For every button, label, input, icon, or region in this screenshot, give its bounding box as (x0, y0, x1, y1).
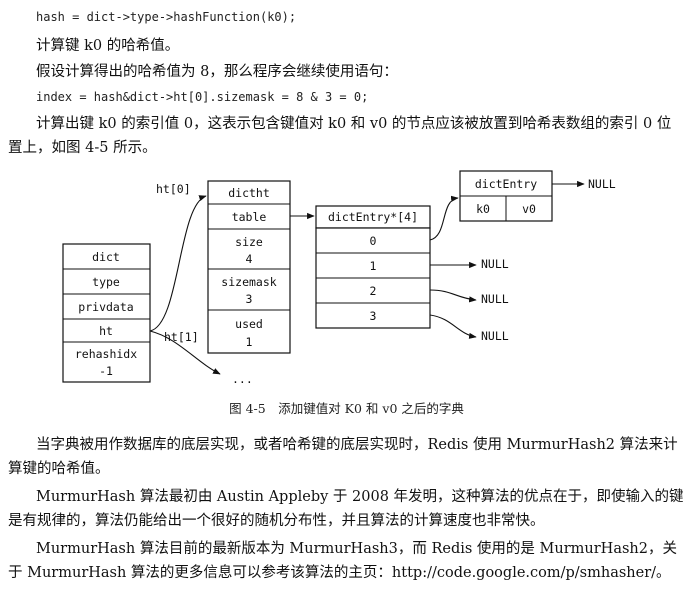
dictht-header: dictht (228, 186, 270, 200)
dictht-struct: dictht table size 4 sizemask 3 used 1 (207, 180, 291, 354)
dictht-field-used-value: 1 (246, 335, 253, 349)
table-header: dictEntry*[4] (328, 210, 418, 224)
code-line-hash: hash = dict->type->hashFunction(k0); (36, 10, 297, 24)
ht1-label: ht[1] (164, 330, 199, 344)
paragraph-assume-hash: 假设计算得出的哈希值为 8，那么程序会继续使用语句： (36, 64, 398, 80)
arrow-slot2 (429, 289, 477, 303)
table-slot-3: 3 (370, 309, 377, 323)
paragraph-murmurhash-origin: MurmurHash 算法最初由 Austin Appleby 于 2008 年… (8, 489, 684, 529)
dictht-field-size-value: 4 (246, 252, 253, 266)
null-label-slot-3: NULL (481, 329, 509, 343)
dict-field-privdata: privdata (78, 300, 133, 314)
dict-field-ht: ht (99, 324, 113, 338)
null-label-entry-next: NULL (588, 177, 616, 191)
dictht-field-table: table (232, 210, 267, 224)
figure-caption: 图 4-5 添加键值对 K0 和 v0 之后的字典 (229, 401, 464, 416)
dictentry-key: k0 (476, 202, 490, 216)
dict-diagram: dict type privdata ht rehashidx -1 dicth… (62, 170, 616, 386)
dictht-field-sizemask-value: 3 (246, 292, 253, 306)
dictentry-node: dictEntry k0 v0 (459, 170, 553, 222)
arrow-slot0 (429, 195, 459, 241)
paragraph-redis-murmurhash: 当字典被用作数据库的底层实现，或者哈希键的底层实现时，Redis 使用 Murm… (8, 437, 678, 477)
table-slot-1: 1 (370, 259, 377, 273)
table-slot-0: 0 (370, 234, 377, 248)
null-label-slot-2: NULL (481, 292, 509, 306)
table-slot-2: 2 (370, 284, 377, 298)
code-line-index: index = hash&dict->ht[0].sizemask = 8 & … (36, 90, 369, 104)
dict-field-type: type (92, 275, 120, 289)
arrow-slot3 (429, 314, 477, 339)
dictht-field-size: size (235, 235, 263, 249)
dict-field-rehashidx: rehashidx (75, 347, 137, 361)
paragraph-murmurhash-version: MurmurHash 算法目前的最新版本为 MurmurHash3，而 Redi… (8, 541, 677, 581)
arrow-ht1 (149, 330, 221, 375)
dictht-field-used: used (235, 317, 263, 331)
dict-field-rehashidx-value: -1 (99, 364, 113, 378)
paragraph-compute-hash: 计算键 k0 的哈希值。 (36, 38, 180, 54)
dict-header: dict (92, 250, 120, 264)
paragraph-index-result: 计算出键 k0 的索引值 0，这表示包含键值对 k0 和 v0 的节点应该被放置… (8, 116, 672, 156)
null-label-slot-1: NULL (481, 257, 509, 271)
dict-struct: dict type privdata ht rehashidx -1 (62, 243, 151, 383)
ht0-label: ht[0] (156, 182, 191, 196)
arrow-ht0 (149, 195, 207, 332)
ellipsis-label: ... (232, 372, 253, 386)
dictht-field-sizemask: sizemask (221, 275, 276, 289)
dictentry-table: dictEntry*[4] 0 1 2 3 (315, 205, 431, 329)
dictentry-value: v0 (522, 202, 536, 216)
dictentry-header: dictEntry (475, 177, 537, 191)
